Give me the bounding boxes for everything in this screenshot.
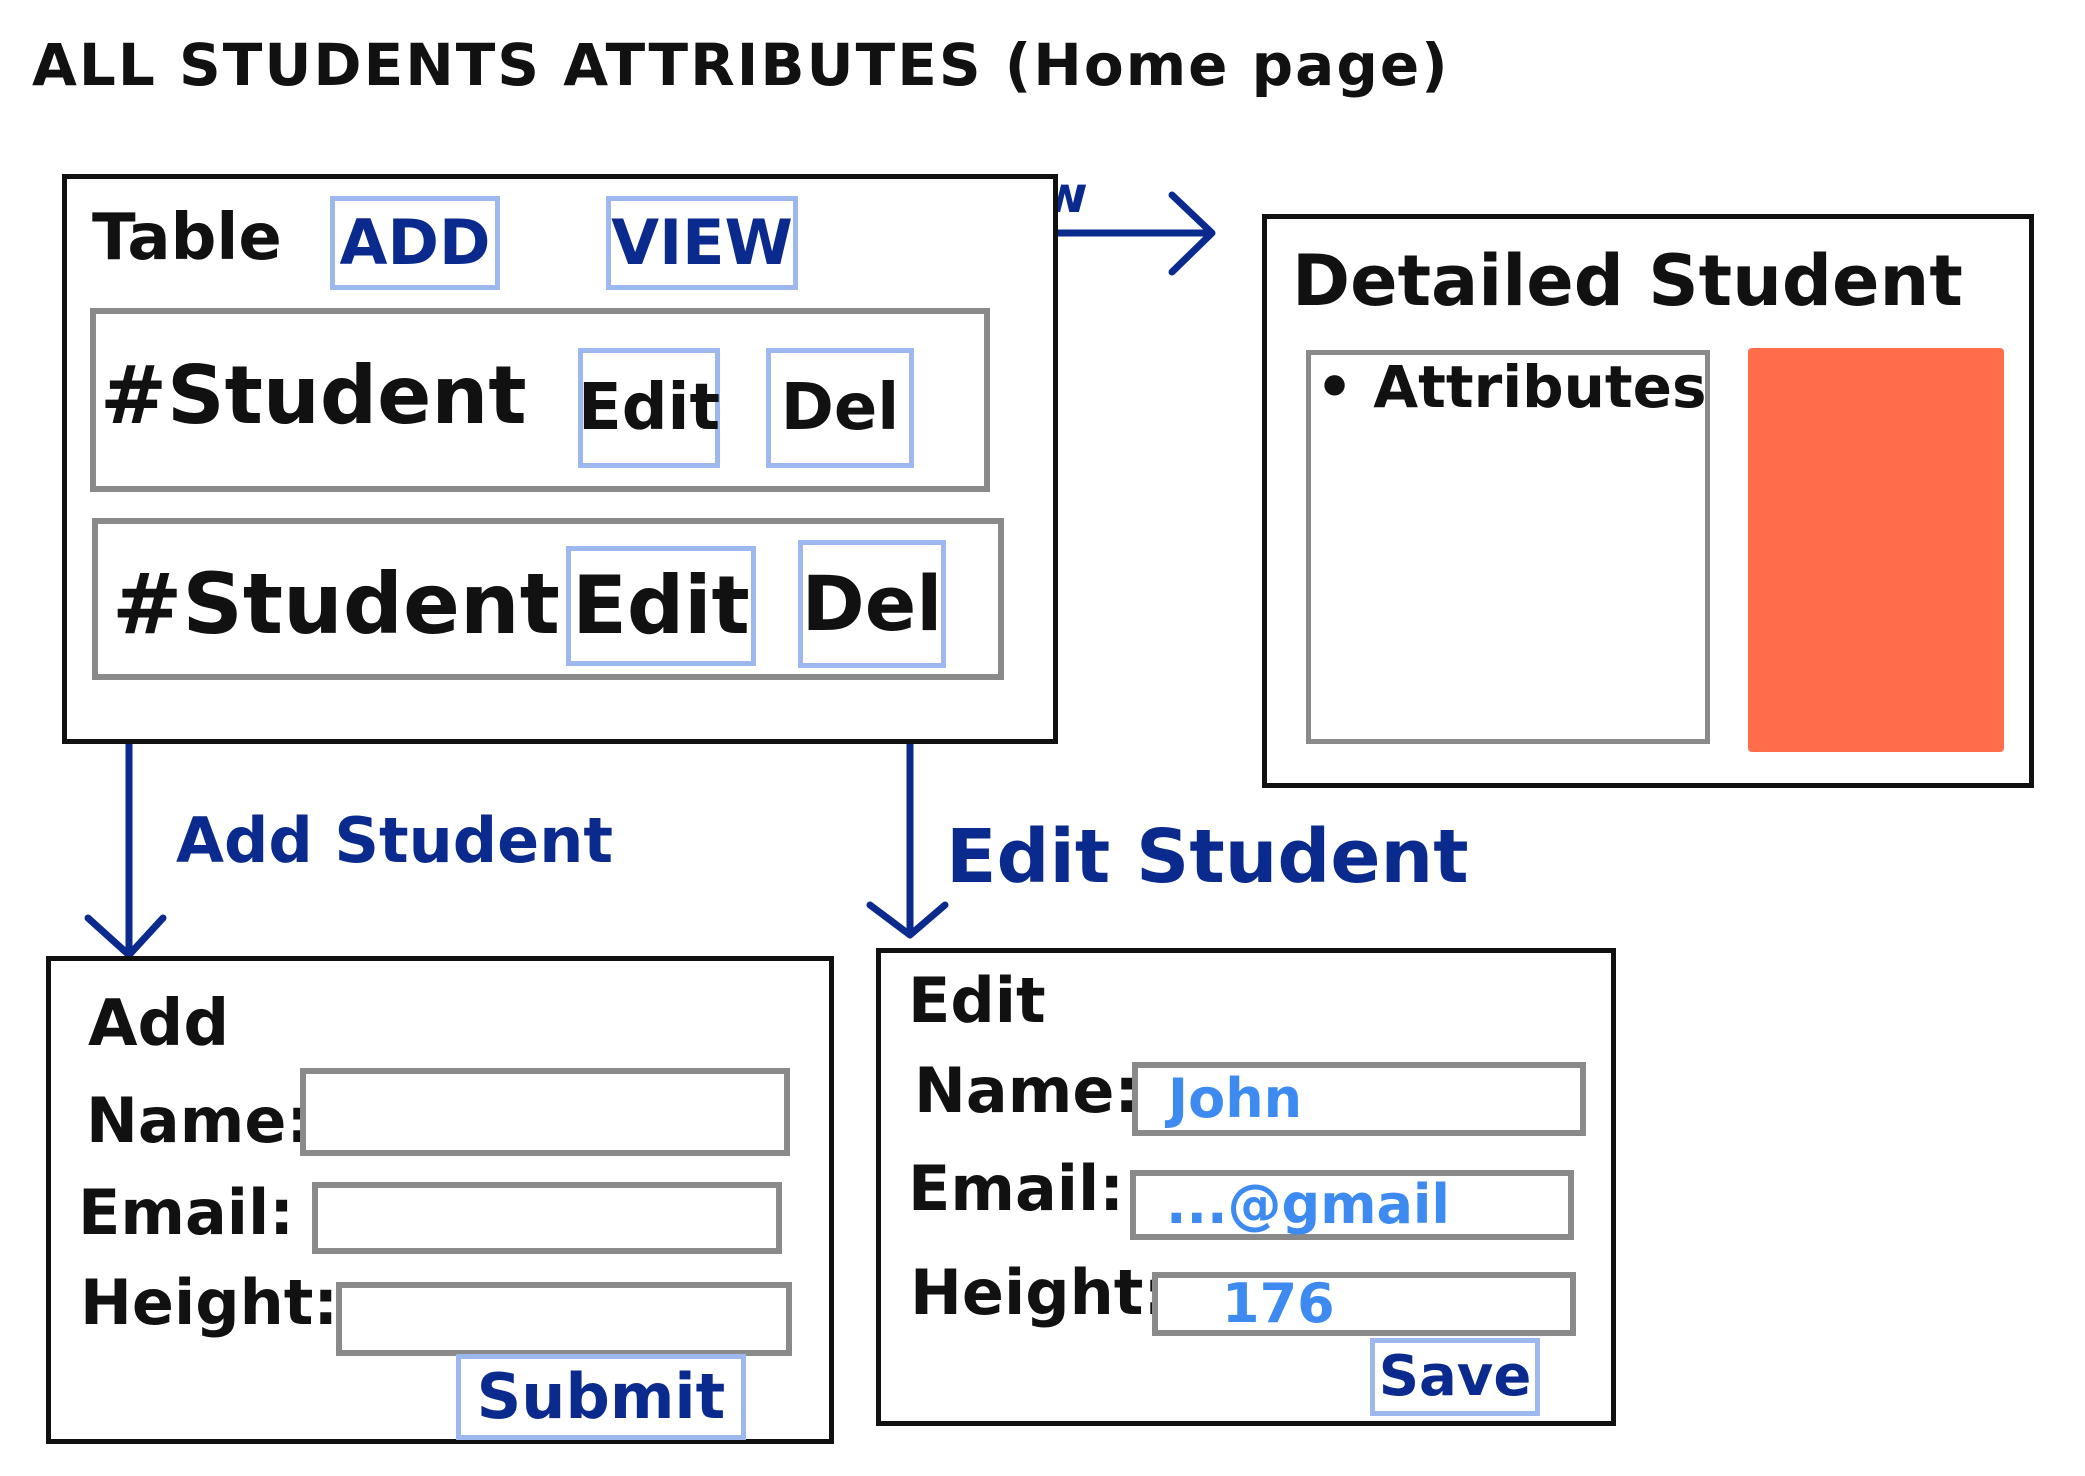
student-row <box>92 518 1004 680</box>
add-email-field[interactable] <box>312 1182 782 1254</box>
add-student-arrow <box>84 704 167 959</box>
add-name-field[interactable] <box>300 1068 790 1156</box>
table-heading: Table <box>92 201 282 275</box>
edit-name-value: John <box>1168 1067 1303 1130</box>
detailed-student-heading: Detailed Student <box>1292 240 1963 322</box>
student-image-placeholder <box>1748 348 2004 752</box>
view-button[interactable]: VIEW <box>606 196 798 290</box>
submit-button[interactable]: Submit <box>456 1354 746 1440</box>
student-row-label: #Student <box>112 555 560 653</box>
edit-height-label: Height: <box>910 1256 1169 1329</box>
edit-name-label: Name: <box>914 1054 1140 1127</box>
view-button-label: VIEW <box>611 206 793 279</box>
delete-row-button[interactable]: Del <box>766 348 914 468</box>
delete-row-label: Del <box>780 371 900 445</box>
edit-row-label: Edit <box>572 559 750 652</box>
attributes-item: • Attributes <box>1316 353 1707 421</box>
edit-row-label: Edit <box>577 371 721 445</box>
edit-email-value: ...@gmail <box>1166 1173 1450 1236</box>
add-height-field[interactable] <box>336 1282 792 1356</box>
edit-email-label: Email: <box>908 1152 1125 1225</box>
edit-email-field[interactable]: ...@gmail <box>1130 1170 1574 1240</box>
edit-student-arrow-label: Edit Student <box>946 814 1469 900</box>
edit-name-field[interactable]: John <box>1132 1062 1586 1136</box>
save-button-label: Save <box>1378 1344 1532 1409</box>
edit-student-arrow <box>866 718 949 939</box>
add-student-arrow-label: Add Student <box>176 804 613 877</box>
add-height-label: Height: <box>80 1266 339 1339</box>
delete-row-label: Del <box>801 559 943 648</box>
edit-height-value: 176 <box>1222 1272 1335 1335</box>
add-button[interactable]: ADD <box>330 196 500 290</box>
delete-row-button[interactable]: Del <box>798 540 946 668</box>
add-form-heading: Add <box>88 987 230 1061</box>
edit-form-heading: Edit <box>908 964 1046 1037</box>
submit-button-label: Submit <box>476 1360 726 1433</box>
add-button-label: ADD <box>339 206 491 279</box>
student-row-label: #Student <box>100 349 527 442</box>
page-title: ALL STUDENTS ATTRIBUTES (Home page) <box>32 31 1450 99</box>
add-name-label: Name: <box>86 1084 312 1157</box>
save-button[interactable]: Save <box>1370 1338 1540 1416</box>
student-row <box>90 308 990 492</box>
edit-row-button[interactable]: Edit <box>566 546 756 666</box>
edit-height-field[interactable]: 176 <box>1152 1272 1576 1336</box>
add-email-label: Email: <box>78 1176 295 1249</box>
attributes-list <box>1306 350 1710 744</box>
edit-row-button[interactable]: Edit <box>578 348 720 468</box>
